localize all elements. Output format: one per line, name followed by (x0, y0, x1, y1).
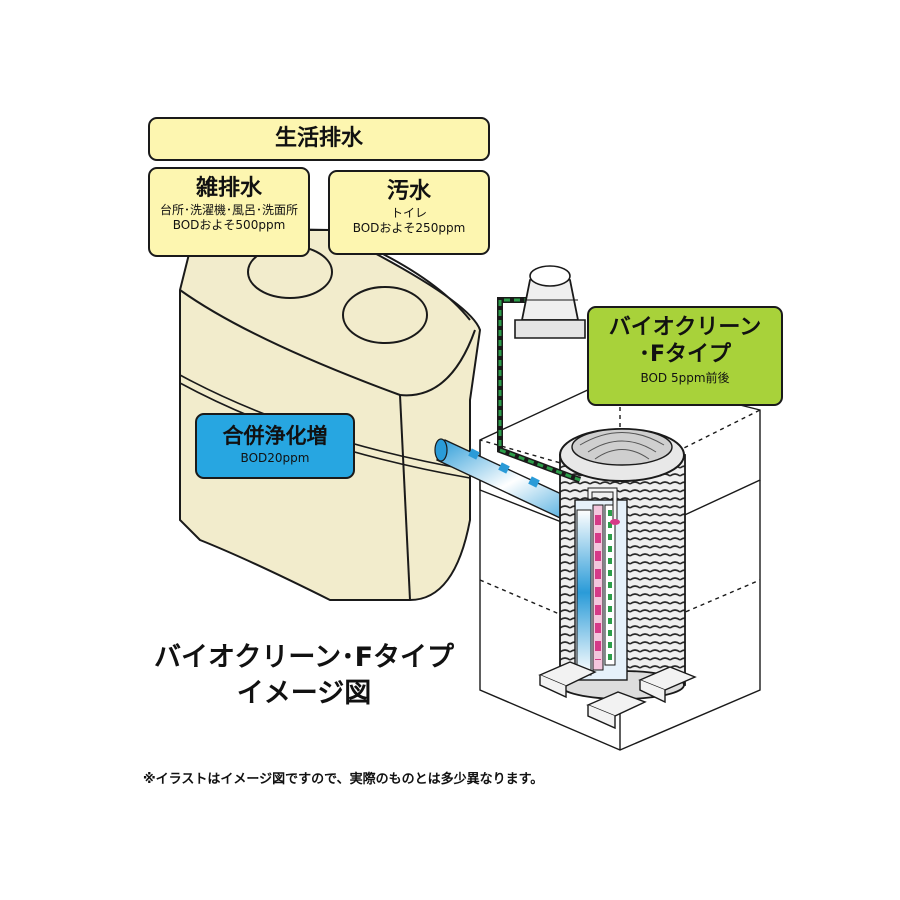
support-blocks (538, 661, 697, 730)
label-bioclean-title-1: バイオクリーン (608, 315, 762, 340)
caption-line-2: イメージ図 (236, 678, 372, 709)
label-oshui: 汚水 トイレ BODおよそ250ppm (328, 170, 490, 255)
air-pipe (497, 297, 582, 483)
label-gappei-bod: BOD20ppm (240, 451, 310, 465)
label-oshui-bod: BODおよそ250ppm (352, 221, 466, 235)
label-zatsu-haisui: 雑排水 台所･洗濯機･風呂･洗面所 BODおよそ500ppm (148, 167, 310, 257)
label-zatsu-title: 雑排水 (195, 176, 262, 201)
inflow-pipe (434, 438, 586, 526)
bioclean-unit-illustration (559, 428, 686, 700)
label-seikatsu-title: 生活排水 (274, 126, 363, 151)
label-seikatsu-haisui: 生活排水 (148, 117, 490, 161)
label-bioclean-bod: BOD 5ppm前後 (640, 371, 730, 385)
label-bioclean: バイオクリーン ･Fタイプ BOD 5ppm前後 (587, 306, 783, 406)
diagram-caption: バイオクリーン･Fタイプ イメージ図 (120, 640, 488, 712)
label-oshui-source: トイレ (390, 206, 427, 220)
caption-line-1: バイオクリーン･Fタイプ (153, 642, 455, 673)
footnote: ※イラストはイメージ図ですので、実際のものとは多少異なります。 (143, 772, 544, 787)
label-gappei-joka: 合併浄化増 BOD20ppm (195, 413, 355, 479)
blower-illustration (514, 265, 586, 339)
label-zatsu-bod: BODおよそ500ppm (172, 218, 286, 232)
label-zatsu-sources: 台所･洗濯機･風呂･洗面所 (159, 203, 298, 217)
label-oshui-title: 汚水 (386, 179, 431, 204)
label-bioclean-title-2: ･Fタイプ (638, 342, 732, 367)
label-gappei-title: 合併浄化増 (222, 424, 328, 448)
